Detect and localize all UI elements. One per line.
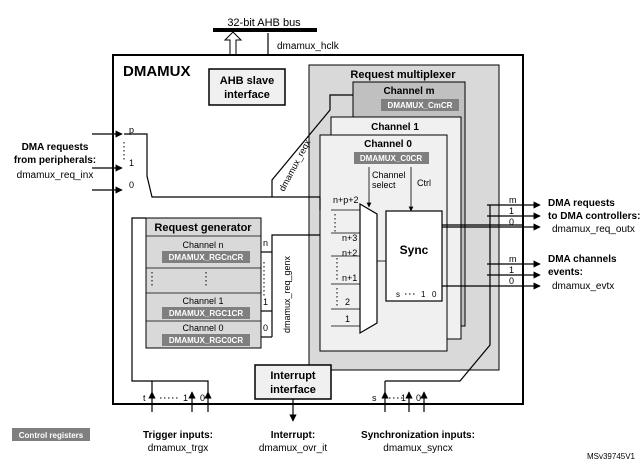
ahb-bus-label: 32-bit AHB bus bbox=[227, 17, 301, 29]
req-genx-bus bbox=[271, 234, 320, 337]
req-mark-1: 1 bbox=[129, 158, 134, 168]
mux-in-label: n+1 bbox=[342, 273, 357, 283]
sync-bus bbox=[385, 205, 491, 382]
mux-in-label: n+2 bbox=[342, 248, 357, 258]
gen-mark-n: n bbox=[263, 238, 268, 248]
evt-out-mark-m: m bbox=[509, 254, 517, 264]
legend-control-registers bbox=[12, 428, 90, 441]
req-mark-0: 0 bbox=[129, 180, 134, 190]
trigger-inputs-line2: dmamux_trgx bbox=[148, 443, 209, 454]
mux-in-label: n+p+2 bbox=[333, 195, 359, 205]
trigger-inputs-line1: Trigger inputs: bbox=[143, 430, 213, 441]
mux-symbol bbox=[359, 202, 378, 335]
gen-mark-0: 0 bbox=[263, 323, 268, 333]
ahb-slave-interface bbox=[208, 68, 286, 106]
reg-c0cr bbox=[354, 152, 429, 164]
request-generator bbox=[145, 217, 262, 349]
trigger-mark-1: 1 bbox=[183, 393, 188, 403]
sync-mark-s: s bbox=[396, 290, 400, 299]
reg-rgc1cr bbox=[162, 307, 250, 319]
reg-rgc0cr-label: DMAMUX_RGC0CR bbox=[169, 336, 243, 345]
trigger-mark-0: 0 bbox=[200, 393, 205, 403]
sync-block bbox=[385, 210, 443, 302]
dma-requests-line3: dmamux_req_inx bbox=[17, 170, 94, 181]
mux-in-label: 1 bbox=[345, 314, 350, 324]
reg-rgcncr bbox=[162, 251, 250, 263]
interrupt-interface bbox=[254, 364, 332, 400]
interrupt-out-line1: Interrupt: bbox=[271, 430, 315, 441]
sync-inputs-line2: dmamux_syncx bbox=[383, 443, 452, 454]
dma-requests-line1: DMA requests bbox=[22, 142, 89, 153]
request-multiplexer-title: Request multiplexer bbox=[350, 69, 456, 81]
trigger-mark-t: t bbox=[143, 393, 146, 403]
req-out-mark-1: 1 bbox=[509, 206, 514, 216]
sync-in-mark-1: 1 bbox=[401, 393, 406, 403]
ahb-slave-line2: interface bbox=[224, 89, 270, 101]
reqx-bus bbox=[271, 94, 353, 197]
reg-rgc0cr bbox=[162, 334, 250, 346]
request-generator-title: Request generator bbox=[154, 222, 252, 234]
req-genx-label: dmamux_req_genx bbox=[282, 255, 292, 333]
dma-req-out-line3: dmamux_req_outx bbox=[552, 224, 635, 235]
evt-out-mark-1: 1 bbox=[509, 265, 514, 275]
req-bus-line bbox=[124, 133, 320, 198]
dma-evt-out-line3: dmamux_evtx bbox=[552, 281, 614, 292]
legend-control-registers-label: Control registers bbox=[19, 431, 84, 440]
req-mark-p: p bbox=[129, 125, 134, 135]
dma-req-out-line2: to DMA controllers: bbox=[548, 211, 640, 222]
ahb-slave-line1: AHB slave bbox=[220, 75, 274, 87]
reg-c0cr-label: DMAMUX_C0CR bbox=[360, 154, 422, 163]
channel-select-line1: Channel bbox=[372, 170, 406, 180]
channel-m-label: Channel m bbox=[383, 86, 434, 97]
req-out-mark-0: 0 bbox=[509, 217, 514, 227]
interrupt-out-line2: dmamux_ovr_it bbox=[259, 443, 328, 454]
dma-evt-out-line1: DMA channels bbox=[548, 254, 617, 265]
evt-out-mark-0: 0 bbox=[509, 276, 514, 286]
sync-mark-1: 1 bbox=[421, 290, 426, 299]
gen-mark-1: 1 bbox=[263, 297, 268, 307]
sync-in-mark-0: 0 bbox=[416, 393, 421, 403]
req-out-mark-m: m bbox=[509, 195, 517, 205]
reg-rgc1cr-label: DMAMUX_RGC1CR bbox=[169, 309, 243, 318]
channel-1-label: Channel 1 bbox=[371, 122, 419, 133]
sync-mark-0: 0 bbox=[432, 290, 437, 299]
gen-channel-1-label: Channel 1 bbox=[182, 296, 223, 306]
gen-channel-0-label: Channel 0 bbox=[182, 323, 223, 333]
reg-rgcncr-label: DMAMUX_RGCnCR bbox=[169, 253, 244, 262]
sync-inputs-line1: Synchronization inputs: bbox=[361, 430, 475, 441]
mux-in-label: 2 bbox=[345, 297, 350, 307]
channel-0-label: Channel 0 bbox=[364, 139, 412, 150]
reg-cmcr bbox=[381, 99, 459, 111]
sync-label: Sync bbox=[400, 243, 429, 257]
ctrl-label: Ctrl bbox=[417, 178, 431, 188]
reg-cmcr-label: DMAMUX_CmCR bbox=[388, 101, 453, 110]
hclk-label: dmamux_hclk bbox=[277, 41, 340, 52]
mux-in-label: n+3 bbox=[342, 233, 357, 243]
trigger-bus bbox=[131, 217, 152, 382]
dma-evt-out-line2: events: bbox=[548, 267, 583, 278]
figure-id: MSv39745V1 bbox=[587, 452, 636, 461]
dma-requests-line2: from peripherals: bbox=[14, 155, 96, 166]
channel-select-line2: select bbox=[372, 180, 396, 190]
sync-in-mark-s: s bbox=[372, 393, 377, 403]
interrupt-interface-line1: Interrupt bbox=[270, 370, 316, 382]
dmamux-title: DMAMUX bbox=[123, 63, 191, 80]
dma-req-out-line1: DMA requests bbox=[548, 198, 615, 209]
gen-channel-n-label: Channel n bbox=[182, 240, 223, 250]
interrupt-interface-line2: interface bbox=[270, 384, 316, 396]
trigger-bar bbox=[151, 380, 209, 392]
